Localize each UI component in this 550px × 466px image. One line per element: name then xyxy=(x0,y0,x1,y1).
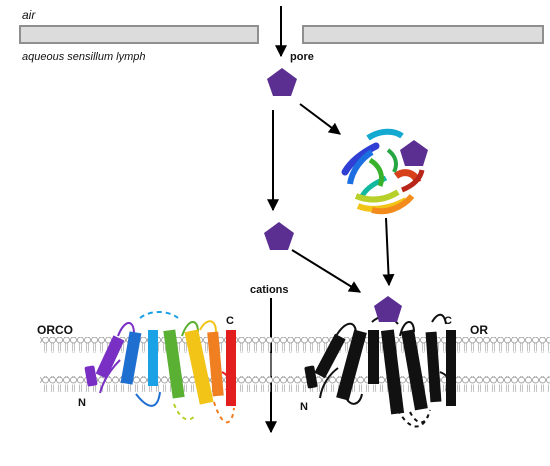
cuticle-left-bar xyxy=(19,25,259,44)
pentagon-odorant-icon xyxy=(374,296,402,322)
arrow-obp-to-or xyxy=(382,217,395,287)
or-label: OR xyxy=(470,323,488,337)
orco-n-terminus: N xyxy=(78,397,86,409)
air-label: air xyxy=(22,8,36,22)
orco-c-terminus: C xyxy=(226,315,234,327)
arrow-to-obp xyxy=(299,103,341,135)
orco-receptor xyxy=(84,311,236,424)
or-n-terminus: N xyxy=(300,401,308,413)
or-c-terminus: C xyxy=(444,315,452,327)
pentagon-odorant-icon xyxy=(400,140,428,166)
or-receptor xyxy=(304,296,456,428)
cuticle-right-bar xyxy=(302,25,544,44)
cations-label: cations xyxy=(250,284,289,296)
lymph-label: aqueous sensillum lymph xyxy=(22,51,146,63)
pore-label: pore xyxy=(290,51,314,63)
obp-protein-ribbon-icon xyxy=(341,128,428,215)
arrow-free-odorant-to-or xyxy=(291,249,362,293)
pentagon-odorant-icon xyxy=(267,68,297,96)
pentagon-odorant-icon xyxy=(264,222,294,250)
orco-label: ORCO xyxy=(37,323,73,337)
